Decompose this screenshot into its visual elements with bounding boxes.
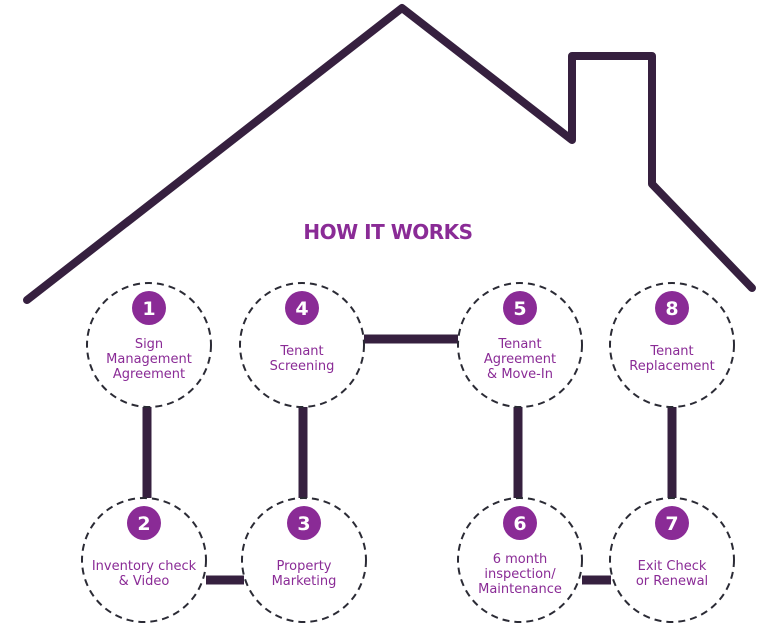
step-label-line: Screening <box>269 359 335 374</box>
step-label-line: Agreement <box>112 366 186 382</box>
house-roof-outline <box>23 4 756 304</box>
step-4-number-badge <box>285 291 319 325</box>
step-label-line: Inventory check <box>91 559 197 574</box>
step-label-line: 6 month <box>492 551 548 567</box>
diagram-title: HOW IT WORKS <box>303 220 473 244</box>
step-2-dashed-circle <box>81 497 207 623</box>
step-5-number-badge <box>503 291 537 325</box>
step-4-dashed-circle <box>239 282 365 408</box>
step-label-line: & Video <box>118 574 170 589</box>
step-label-line: Sign <box>134 336 164 352</box>
step-7-dashed-circle <box>609 497 735 623</box>
step-label-line: Tenant <box>498 336 542 352</box>
step-7-number: 7 <box>665 513 678 535</box>
step-label-line: or Renewal <box>635 574 709 589</box>
step-1-number-badge <box>132 291 166 325</box>
step-label-line: Tenant <box>650 344 694 359</box>
step-2-number-badge <box>127 506 161 540</box>
step-label-line: Tenant <box>280 344 324 359</box>
step-1-dashed-circle <box>86 282 212 408</box>
step-5-number: 5 <box>513 298 526 320</box>
step-3-dashed-circle <box>241 497 367 623</box>
step-8-number: 8 <box>665 298 678 320</box>
step-1-number: 1 <box>142 298 155 320</box>
step-7-number-badge <box>655 506 689 540</box>
step-2-number: 2 <box>137 513 150 535</box>
step-label-line: Exit Check <box>637 559 707 574</box>
step-label-line: Agreement <box>483 351 557 367</box>
step-6-number: 6 <box>513 513 526 535</box>
step-8-number-badge <box>655 291 689 325</box>
step-4-number: 4 <box>295 298 308 320</box>
step-label-line: Property <box>276 559 332 574</box>
step-3-number: 3 <box>297 513 310 535</box>
step-5-dashed-circle <box>457 282 583 408</box>
step-label-line: Replacement <box>629 359 715 374</box>
step-label-line: inspection/ <box>484 566 556 582</box>
step-6-dashed-circle <box>457 497 583 623</box>
step-label-line: Management <box>106 351 192 367</box>
step-label-line: & Move-In <box>487 366 553 382</box>
step-3-number-badge <box>287 506 321 540</box>
step-6-number-badge <box>503 506 537 540</box>
step-2-label: Inventory check& Video <box>79 559 209 589</box>
step-8-dashed-circle <box>609 282 735 408</box>
step-label-line: Marketing <box>271 574 337 589</box>
step-label-line: Maintenance <box>478 581 562 597</box>
